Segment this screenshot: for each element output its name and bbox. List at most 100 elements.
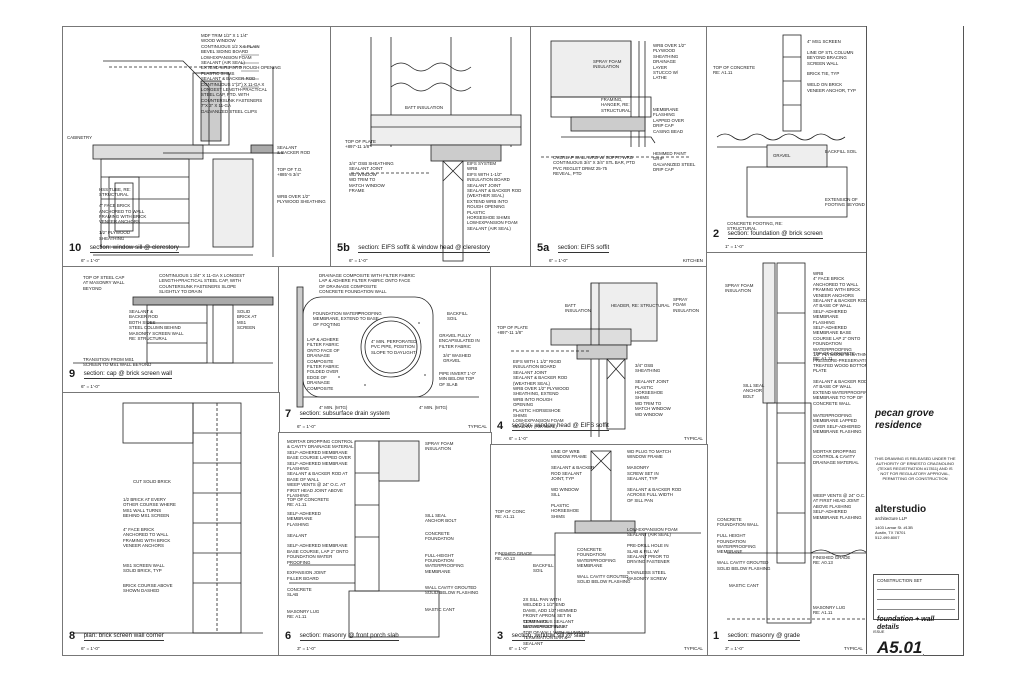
note: SEALANT & BACKER ROD AT BASE OF WALL EXT… (813, 379, 871, 406)
title-block: pecan grove residence THIS DRAWING IS RE… (866, 26, 963, 657)
detail-drawing (289, 440, 440, 638)
note: BATT INSULATION (405, 105, 444, 110)
detail-number: 8 (69, 629, 76, 642)
detail-title: 3 section: window sill @ slab 6" = 1'-0" (497, 627, 586, 651)
note: MORTAR DROPPING CONTROL & CAVITY DRAINAG… (813, 449, 859, 465)
divider (877, 589, 955, 590)
detail-number: 7 (285, 407, 292, 420)
note: CONCRETE FOUNDATION WATERPROOFING MEMBRA… (577, 547, 631, 585)
note: TOP OF CONCRETE RE: A1.11 (813, 351, 856, 362)
detail-scale: 6" = 1'-0" (349, 258, 368, 263)
note: SILL SEAL ANCHOR BOLT (743, 383, 765, 399)
note: PIPE INVERT 1'-0" MIN BELOW TOP OF SLAB (439, 371, 477, 387)
note: MS1 SCREEN WALL SOLID BRICK, TYP (123, 563, 165, 574)
note: LAP & ADHERE FILTER FABRIC ONTO FACE OF … (307, 337, 340, 391)
detail-name: section: EIFS soffit & window head @ cle… (358, 244, 490, 254)
detail-drawing (73, 296, 274, 364)
detail-scale: 6" = 1'-0" (81, 384, 100, 389)
detail-drawing (92, 46, 283, 257)
note: GRAVEL FULLY ENCAPSULATED IN FILTER FABR… (439, 333, 480, 349)
detail-panel-6: MORTAR DROPPING CONTROL & CAVITY DRAINAG… (278, 432, 492, 656)
note: BATT INSULATION (565, 303, 592, 314)
detail-panel-3: LINE OF WRB WINDOW FRAME SEALANT & BACKE… (490, 444, 708, 656)
note: CONCRETE FOOTING, RE: STRUCTURAL (727, 221, 783, 232)
note: 4" MS1 SCREEN LINE OF STL COLUMN BEYOND … (807, 39, 856, 93)
note: 2X SILL PAN WITH WELDED 1 1/2" END DAMS,… (523, 597, 577, 630)
detail-typical: TYPICAL (683, 646, 703, 651)
note: MASTIC CANT (729, 583, 759, 588)
detail-title: 8 plan: brick screen wall corner 6" = 1'… (69, 627, 164, 651)
note: BACKFILL SOIL (825, 149, 857, 154)
note: FRAMING, HANGER, RE: STRUCTURAL (601, 97, 631, 113)
note: TOP OF PLATE +897'-11 1/8" (497, 325, 528, 336)
note: 4" MIN. (MTG) (419, 405, 448, 410)
firm-address: 1403 Lamar St. #13B Austin, TX 78701 512… (875, 525, 913, 540)
detail-panel-5b: BATT INSULATION TOP OF PLATE +897'-11 1/… (330, 26, 532, 268)
detail-name: section: window head @ EIFS soffit (511, 422, 609, 432)
note: SILL SEAL ANCHOR BOLT (425, 513, 457, 524)
detail-scale: 6" = 1'-0" (297, 424, 316, 429)
note: MDF TRIM 1/2" X 1 1/4" WOOD WINDOW CONTI… (201, 33, 281, 114)
detail-name: section: subsurface drain system (299, 410, 390, 420)
note: CONTINUOUS 1 3/4" X 11-GA X LONGEST LENG… (159, 273, 245, 295)
note: 3/4" WASHED GRAVEL (443, 353, 471, 364)
note: TOP OF CONCRETE RE: A1.11 (713, 65, 756, 76)
firm-name: alterstudio (875, 504, 927, 515)
note: TOP OF CONCRETE RE: A1.11 (287, 497, 330, 508)
detail-number: 1 (713, 629, 720, 642)
detail-scale: 6" = 1'-0" (509, 646, 528, 651)
note: SPRAY FOAM INSULATION (673, 297, 700, 313)
detail-panel-5a: SPRAY FOAM INSULATION FRAMING, HANGER, R… (530, 26, 708, 268)
note: TERMINATE WATERPROOFING AT TOP OF WALL W… (523, 619, 589, 646)
note: WD PLUG TO MATCH WINDOW FRAME MASONRY SC… (627, 449, 682, 503)
divider (877, 599, 955, 600)
detail-name: section: masonry @ front porch slab (299, 632, 399, 642)
detail-typical: TYPICAL (683, 436, 703, 441)
sheet-name: foundation + wall details (877, 616, 934, 632)
note: FOUNDATION WATERPROOFING MEMBRANE, EXTEN… (313, 311, 382, 327)
sheet-name-line: details (877, 624, 900, 631)
divider (877, 609, 955, 610)
note: MASONRY LUG RE: A1.11 (287, 609, 320, 620)
note: 4" FACE BRICK ANCHORED TO WALL FRAMING W… (123, 527, 171, 549)
detail-title: 7 section: subsurface drain system 6" = … (285, 405, 390, 429)
note: EXTENSION OF FOOTING BEYOND (825, 197, 865, 208)
detail-drawing (351, 37, 522, 262)
detail-number: 6 (285, 629, 292, 642)
issue-label: ISSUE (873, 630, 885, 634)
detail-drawing (716, 34, 848, 218)
note: SEALANT & BACKER ROD BOTH SIDES STEEL CO… (129, 309, 184, 342)
note: EIFS SYSTEM WRB EIFS WITH 1-1/2" INSULAT… (467, 161, 522, 231)
note: TRANSITION FROM MS1 SCREEN TO MS1 WALL B… (83, 357, 152, 368)
detail-panel-2: 4" MS1 SCREEN LINE OF STL COLUMN BEYOND … (706, 26, 868, 254)
detail-title: 5a section: EIFS soffit 6" = 1'-0" (537, 239, 610, 263)
note: WATERPROOFING MEMBRANE LAPPED OVER SELF-… (813, 413, 862, 435)
detail-panel-8: CUT SOLID BRICK 1/2 BRICK AT EVERY OTHER… (62, 392, 280, 656)
note: 3/4" OSB SHEATHING SEALANT JOINT PLASTIC… (635, 363, 671, 417)
sheet-name-line: foundation + wall (877, 616, 935, 623)
note: BACKFILL SOIL (533, 563, 554, 574)
detail-drawing (511, 282, 658, 437)
detail-scale: 3" = 1'-0" (725, 646, 744, 651)
detail-scale: 6" = 1'-0" (549, 258, 568, 263)
detail-typical: TYPICAL (843, 646, 863, 651)
detail-number: 3 (497, 629, 504, 642)
note: EIFS WITH 1 1/2" RIGID INSULATION BOARD … (513, 359, 570, 429)
detail-drawing (296, 286, 479, 408)
detail-title: 5b section: EIFS soffit & window head @ … (337, 239, 490, 263)
project-name-line: residence (875, 420, 922, 431)
detail-name: section: masonry @ grade (727, 632, 800, 642)
detail-panel-7: DRAINAGE COMPOSITE WITH FILTER FABRIC LA… (278, 266, 492, 434)
detail-number: 2 (713, 227, 720, 240)
note: CUT SOLID BRICK (133, 479, 171, 484)
project-name-line: pecan grove (875, 408, 934, 419)
construction-set-label: CONSTRUCTION SET (877, 578, 923, 583)
detail-panel-4: BATT INSULATION HEADER, RE: STRUCTURAL S… (490, 266, 708, 446)
detail-typical: KITCHEN (682, 258, 703, 263)
detail-scale: 3" = 1'-0" (297, 646, 316, 651)
detail-title: 9 section: cap @ brick screen wall 6" = … (69, 365, 173, 389)
note: MORTAR DROPPING CONTROL & CAVITY DRAINAG… (287, 439, 354, 499)
detail-name: section: foundation @ brick screen (727, 230, 823, 240)
note: MASONRY LUG RE: A1.11 (813, 605, 846, 616)
detail-title: 2 section: foundation @ brick screen 1" … (713, 225, 823, 249)
